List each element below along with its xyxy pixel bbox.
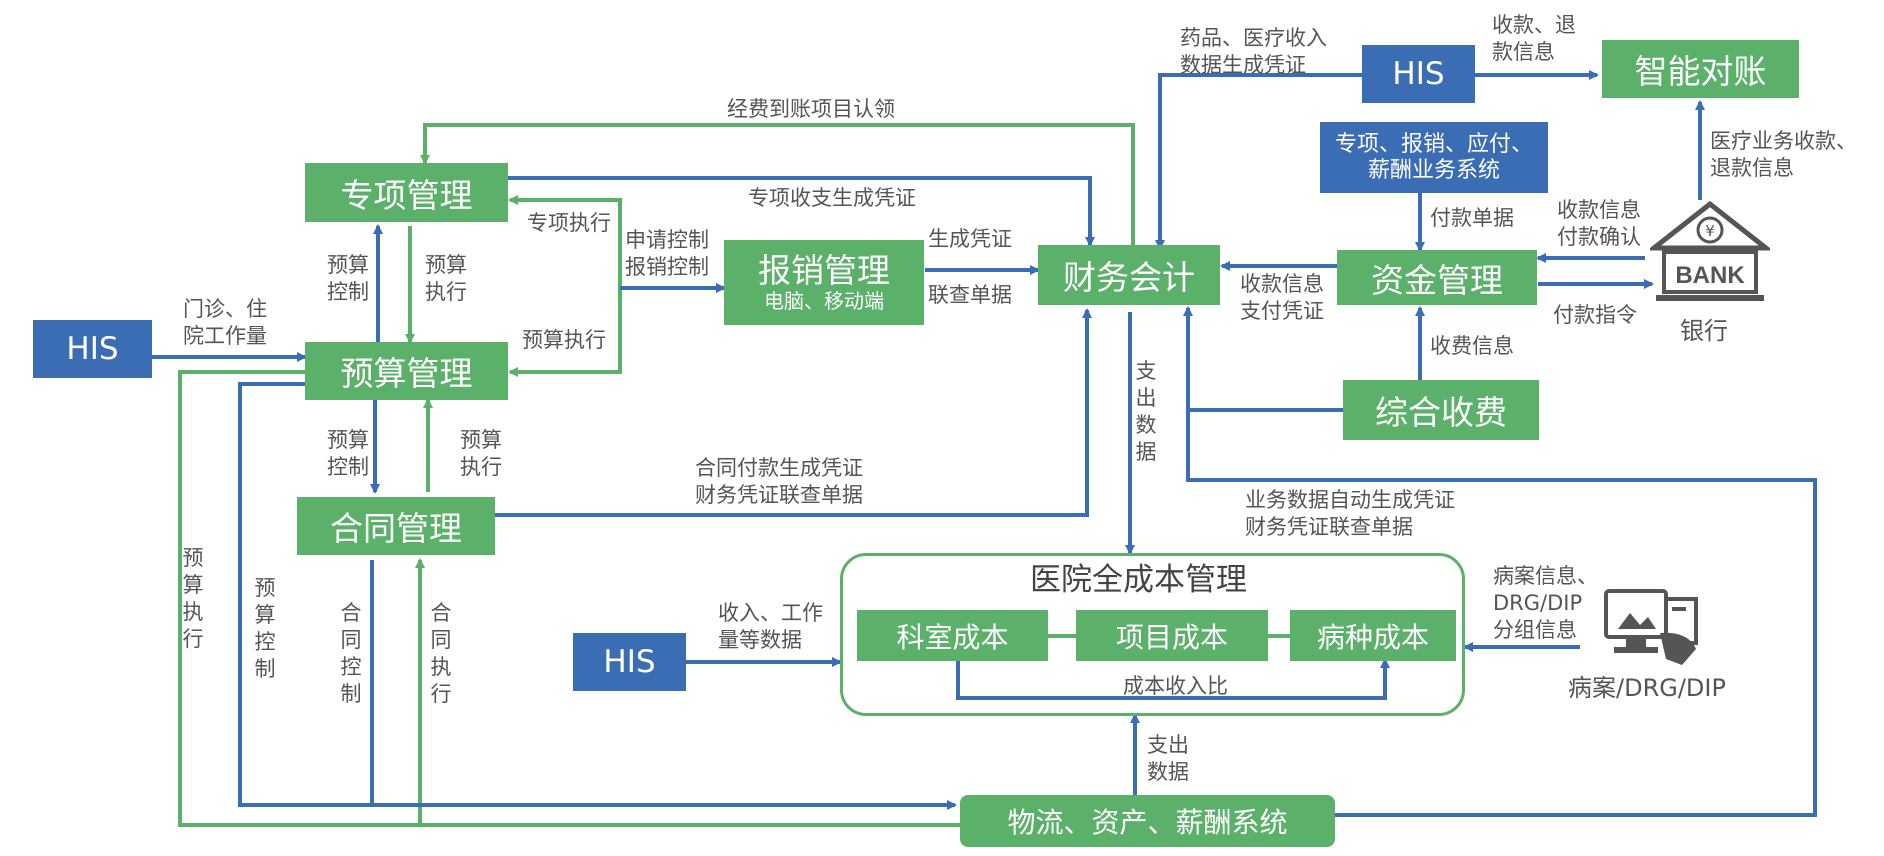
label-fukuan-zhiling: 付款指令 (1553, 303, 1637, 327)
bingzhong-node: 病种成本 (1290, 610, 1456, 661)
line-jingfei (420, 123, 1135, 248)
baoxiao-title: 报销管理 (758, 251, 890, 291)
label-shoufei-xinxi: 收费信息 (1430, 334, 1514, 358)
label-his-left-2: 院工作量 (183, 324, 267, 348)
zhineng-node: 智能对账 (1602, 40, 1799, 98)
xiangmu-node: 项目成本 (1076, 610, 1268, 661)
label-bingan-2: DRG/DIP (1493, 591, 1583, 615)
his-mid-node: HIS (573, 633, 686, 691)
label-htkz: 合同控制 (340, 601, 362, 706)
his-top-node: HIS (1362, 45, 1475, 103)
baoxiao-subtitle: 电脑、移动端 (764, 288, 884, 313)
yusuan-node: 预算管理 (305, 342, 508, 400)
wuliu-node: 物流、资产、薪酬系统 (960, 795, 1335, 847)
business-system-line2: 薪酬业务系统 (1367, 157, 1500, 183)
label-bingan-1: 病案信息、 (1493, 564, 1598, 588)
line-left-outer (178, 370, 960, 827)
svg-text:¥: ¥ (1705, 222, 1715, 240)
bank-icon: ¥ BANK (1650, 200, 1770, 301)
line-yusuan-left-blue (238, 382, 957, 810)
line-chengben-ratio (956, 658, 1390, 700)
label-zhuanxiang-zhixing: 专项执行 (527, 211, 611, 235)
label-zhuanxiang-shouzhi: 专项收支生成凭证 (748, 186, 916, 210)
label-shenqing-1: 申请控制 (625, 228, 709, 252)
label-shengcheng: 生成凭证 (928, 227, 1012, 251)
line-wuliu-right-to-caiwu (1183, 306, 1817, 817)
label-bingan-3: 分组信息 (1493, 618, 1577, 642)
label-shoukuan-zhifu-2: 支付凭证 (1240, 299, 1324, 323)
label-yusuan-zhixing-right: 预算执行 (522, 328, 606, 352)
label-htzx: 合同执行 (430, 601, 452, 706)
label-zhichu-2b: 数据 (1147, 760, 1189, 784)
label-hetong-fk-2: 财务凭证联查单据 (695, 483, 863, 507)
zhuanxiang-node: 专项管理 (305, 163, 508, 222)
label-fukuan-danju: 付款单据 (1430, 206, 1514, 230)
label-zhichu-2a: 支出 (1147, 733, 1189, 757)
label-shoukuan-zhifu-1: 收款信息 (1240, 272, 1324, 296)
hospital-cost-container (840, 553, 1465, 716)
hospital-cost-title: 医院全成本管理 (1030, 562, 1247, 598)
label-yskz-top: 预算控制 (327, 253, 369, 304)
label-shenqing-2: 报销控制 (625, 255, 709, 279)
zonghe-node: 综合收费 (1343, 380, 1539, 440)
label-yewu-1: 业务数据自动生成凭证 (1245, 488, 1455, 512)
label-shouru-2: 量等数据 (718, 628, 802, 652)
label-yszx-top: 预算执行 (425, 253, 467, 304)
drg-icon (1604, 589, 1698, 665)
label-lianchai: 联查单据 (928, 283, 1012, 307)
label-yszx-mid: 预算执行 (460, 428, 502, 479)
label-shoukuan-xinxi-2: 付款确认 (1557, 225, 1641, 249)
label-shoukuan-tui-1: 收款、退 (1492, 13, 1576, 37)
label-yiliao-2: 退款信息 (1710, 156, 1794, 180)
label-shouru-1: 收入、工作 (718, 601, 823, 625)
his-left-node: HIS (33, 320, 152, 378)
line-hetong-to-caiwu (495, 308, 1092, 517)
line-yusuan-to-zhuanxiang-exec (508, 195, 622, 360)
label-chengben-shouru: 成本收入比 (1123, 674, 1228, 698)
business-system-node: 专项、报销、应付、 薪酬业务系统 (1320, 122, 1548, 193)
label-jingfei: 经费到账项目认领 (727, 97, 895, 121)
label-shoukuan-xinxi-1: 收款信息 (1557, 198, 1641, 222)
label-hetong-fk-1: 合同付款生成凭证 (695, 456, 863, 480)
label-yaopin-1: 药品、医疗收入 (1180, 26, 1327, 50)
label-yewu-2: 财务凭证联查单据 (1245, 515, 1413, 539)
line-yusuan-exec-right (508, 360, 622, 377)
label-his-left-1: 门诊、住 (183, 297, 267, 321)
business-system-line1: 专项、报销、应付、 (1334, 132, 1533, 158)
label-yaopin-2: 数据生成凭证 (1180, 53, 1306, 77)
label-yskz-left: 预算控制 (254, 576, 276, 681)
hetong-node: 合同管理 (297, 497, 495, 555)
label-shoukuan-tui-2: 款信息 (1492, 40, 1555, 64)
caiwu-node: 财务会计 (1038, 245, 1220, 305)
zijin-node: 资金管理 (1337, 250, 1537, 305)
label-yszx-left: 预算执行 (182, 546, 204, 651)
label-yiliao-1: 医疗业务收款、 (1710, 129, 1857, 153)
bank-caption: 银行 (1680, 317, 1728, 345)
line-zhuanxiang-to-caiwu (508, 176, 1095, 247)
bank-text: BANK (1675, 262, 1745, 289)
baoxiao-node: 报销管理 电脑、移动端 (724, 240, 924, 325)
label-zhichu-data: 支出数据 (1135, 359, 1157, 464)
label-yskz-mid: 预算控制 (327, 428, 369, 479)
drg-caption: 病案/DRG/DIP (1568, 674, 1726, 702)
line-his-top-to-caiwu (1155, 73, 1362, 250)
keshi-node: 科室成本 (857, 610, 1048, 661)
